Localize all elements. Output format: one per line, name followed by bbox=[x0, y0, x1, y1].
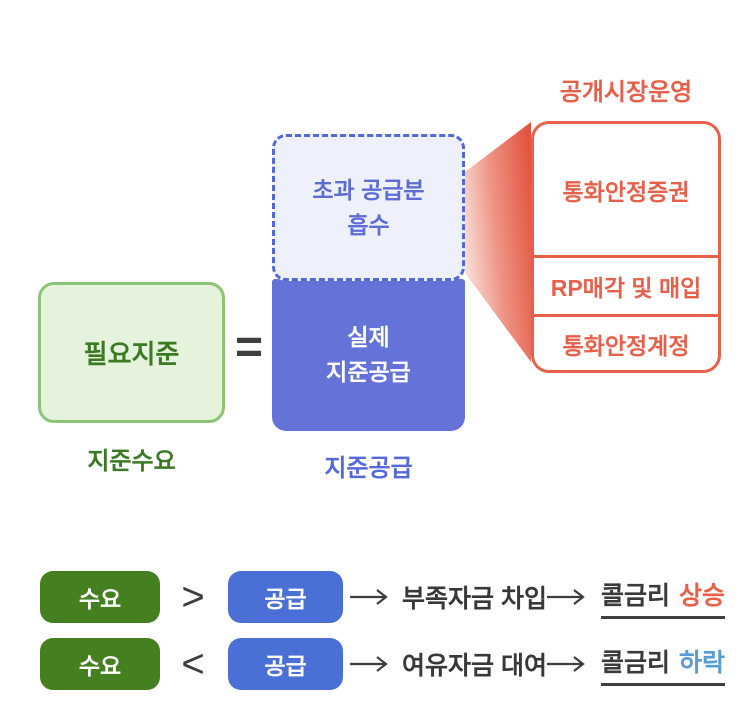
open-market-item-msa: 통화안정계정 bbox=[534, 314, 718, 370]
required-reserve-label: 필요지준 bbox=[83, 339, 180, 369]
call-rate-label: 콜금리 bbox=[601, 648, 671, 677]
funnel-connector-shape bbox=[465, 122, 531, 362]
open-market-item-label: RP매각 및 매입 bbox=[550, 275, 702, 301]
demand-pill-label: 수요 bbox=[78, 586, 122, 612]
demand-pill: 수요 bbox=[40, 571, 160, 623]
result-underlined-text: 콜금리 상승 bbox=[601, 576, 726, 619]
result-call-rate-up: 콜금리 상승 bbox=[601, 571, 726, 623]
supply-pill-label: 공급 bbox=[264, 586, 307, 612]
open-market-item-label: 통화안정증권 bbox=[562, 178, 690, 205]
excess-supply-line1: 초과 공급분 bbox=[312, 176, 425, 203]
call-rate-label: 콜금리 bbox=[601, 581, 671, 610]
excess-supply-box: 초과 공급분 흡수 bbox=[272, 134, 465, 281]
open-market-item-msb: 통화안정증권 bbox=[534, 124, 718, 255]
arrow-right-icon bbox=[350, 589, 388, 605]
demand-pill-label: 수요 bbox=[78, 653, 122, 679]
less-than-symbol: < bbox=[181, 641, 205, 686]
open-market-item-label: 통화안정계정 bbox=[562, 332, 690, 359]
required-reserve-box: 필요지준 bbox=[38, 282, 225, 423]
actual-supply-line2: 지준공급 bbox=[326, 359, 411, 385]
demand-pill: 수요 bbox=[40, 638, 160, 690]
result-call-rate-down: 콜금리 하락 bbox=[601, 638, 726, 690]
arrow-right-icon bbox=[547, 589, 585, 605]
supply-pill: 공급 bbox=[228, 638, 343, 690]
greater-than-symbol: > bbox=[181, 574, 205, 619]
arrow-right-icon bbox=[350, 656, 388, 672]
open-market-box: 통화안정증권 RP매각 및 매입 통화안정계정 bbox=[531, 121, 721, 373]
supply-pill-label: 공급 bbox=[264, 653, 307, 679]
reserve-demand-caption: 지준수요 bbox=[87, 448, 176, 475]
rule-row-demand-exceeds-supply: 수요 > 공급 부족자금 차입 콜금리 상승 bbox=[0, 571, 745, 623]
excess-supply-line2: 흡수 bbox=[347, 211, 390, 238]
reserve-supply-caption: 지준공급 bbox=[324, 455, 413, 482]
open-market-item-rp: RP매각 및 매입 bbox=[534, 255, 718, 314]
rate-down-word: 하락 bbox=[679, 648, 726, 677]
rule-row-supply-exceeds-demand: 수요 < 공급 여유자금 대여 콜금리 하락 bbox=[0, 638, 745, 690]
open-market-title: 공개시장운영 bbox=[559, 79, 693, 106]
actual-supply-box: 실제 지준공급 bbox=[272, 279, 465, 431]
arrow-right-icon bbox=[547, 656, 585, 672]
rate-up-word: 상승 bbox=[679, 581, 726, 610]
equals-sign: = bbox=[234, 320, 264, 374]
supply-pill: 공급 bbox=[228, 571, 343, 623]
result-underlined-text: 콜금리 하락 bbox=[601, 643, 726, 686]
actual-supply-line1: 실제 bbox=[347, 324, 390, 350]
action-borrow-text: 부족자금 차입 bbox=[402, 585, 547, 613]
action-lend-text: 여유자금 대여 bbox=[402, 652, 547, 680]
